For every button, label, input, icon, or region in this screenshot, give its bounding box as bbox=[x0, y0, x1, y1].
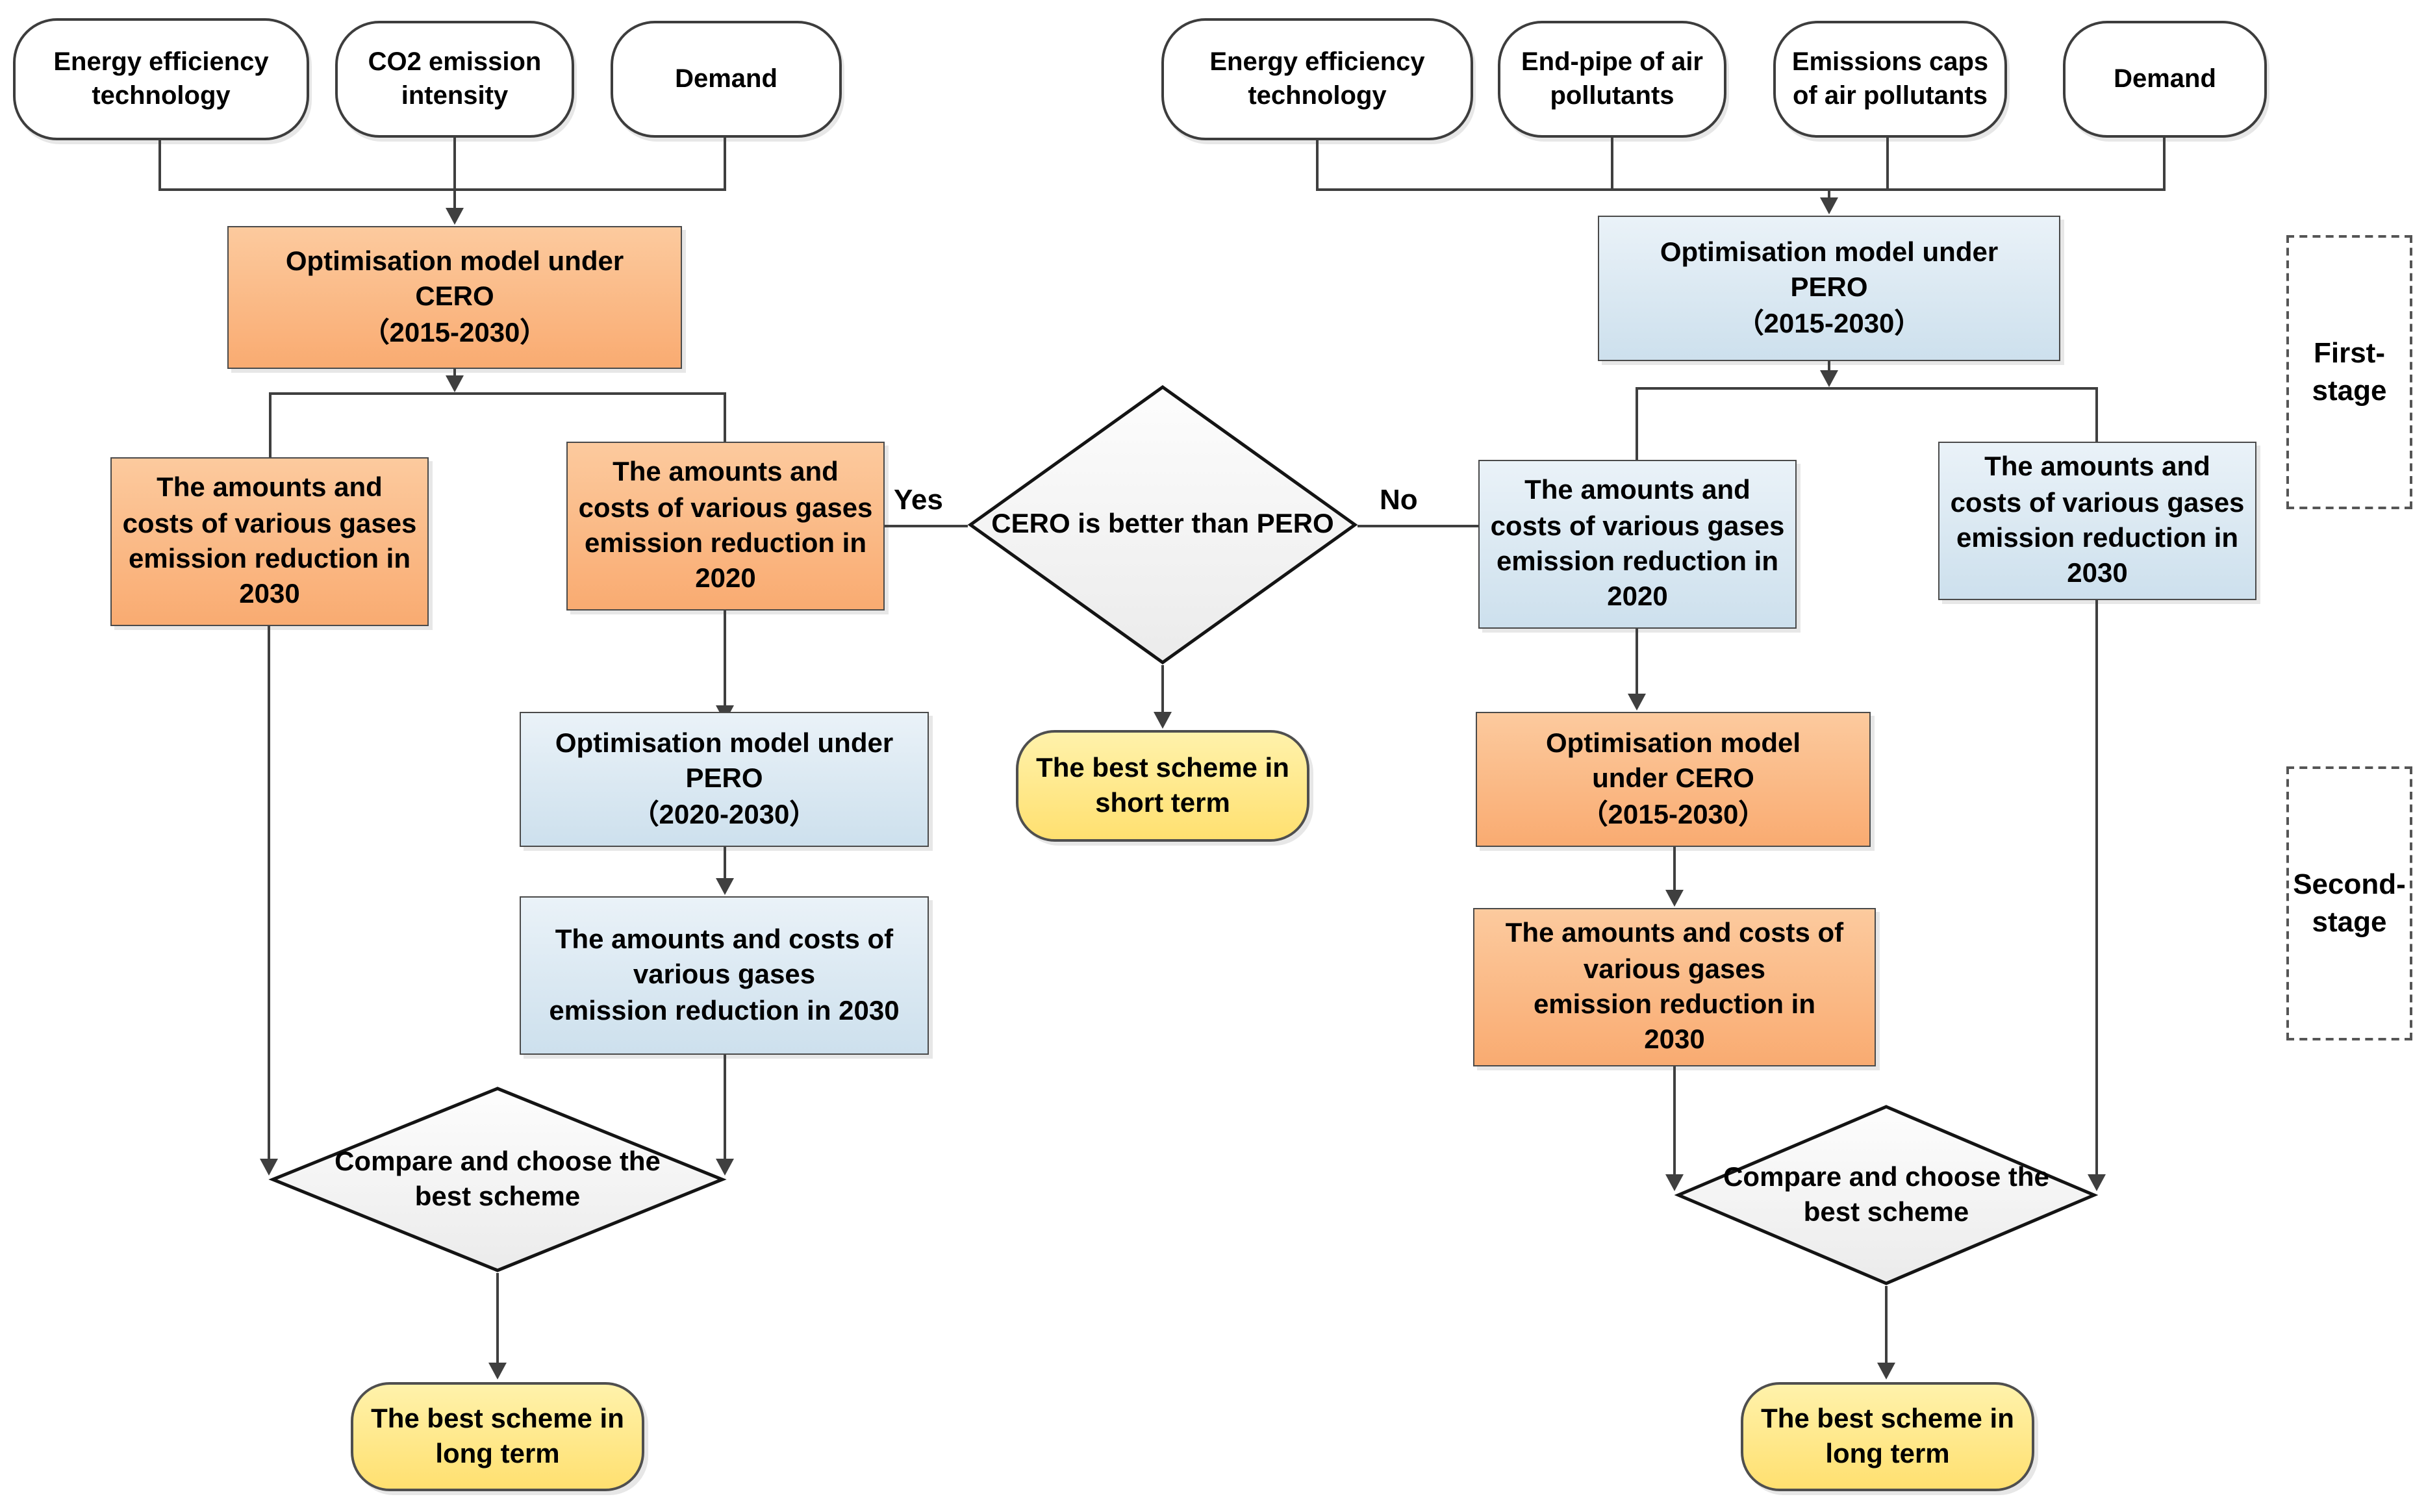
compare-diamond-left-shape bbox=[268, 1087, 727, 1272]
decision-cero-better-than-pero: CERO is better than PERO bbox=[991, 509, 1334, 540]
result-left-2030: The amounts and costs of various gases e… bbox=[110, 457, 429, 626]
arrowhead bbox=[446, 375, 464, 392]
connector-line-no bbox=[1358, 525, 1478, 527]
compare-decision-left: Compare and choose the best scheme bbox=[335, 1146, 661, 1212]
connector-line bbox=[1673, 1066, 1676, 1176]
arrowhead bbox=[1665, 1174, 1684, 1191]
connector-line bbox=[1828, 361, 1830, 372]
model-cero-first-stage-left: Optimisation model under CERO （2015-2030… bbox=[227, 226, 682, 369]
arrowhead bbox=[488, 1363, 507, 1380]
arrowhead bbox=[2088, 1174, 2106, 1191]
arrowhead bbox=[1820, 370, 1838, 387]
connector-line bbox=[724, 392, 726, 442]
arrowhead bbox=[1665, 890, 1684, 907]
connector-line-yes bbox=[885, 525, 968, 527]
input-demand-left: Demand bbox=[611, 21, 842, 138]
input-end-pipe-air-pollutants: End-pipe of air pollutants bbox=[1498, 21, 1726, 138]
arrowhead bbox=[1877, 1363, 1895, 1380]
input-energy-efficiency-left: Energy efficiency technology bbox=[13, 18, 309, 140]
connector-line bbox=[2095, 387, 2098, 442]
connector-line bbox=[2163, 138, 2166, 190]
connector-line bbox=[1636, 387, 1638, 460]
second-stage-label: Second- stage bbox=[2286, 766, 2412, 1040]
connector-line bbox=[158, 140, 161, 190]
connector-line bbox=[1316, 188, 2166, 191]
result-right-2020: The amounts and costs of various gases e… bbox=[1478, 460, 1797, 629]
connector-line bbox=[1161, 665, 1164, 712]
arrowhead bbox=[716, 1159, 734, 1176]
connector-line bbox=[724, 138, 726, 190]
connector-line bbox=[1673, 847, 1676, 891]
connector-line bbox=[453, 369, 456, 379]
connector-line bbox=[1611, 138, 1613, 190]
input-emissions-caps-air-pollutants: Emissions caps of air pollutants bbox=[1773, 21, 2007, 138]
yes-label: Yes bbox=[894, 483, 943, 516]
connector-line bbox=[496, 1273, 499, 1364]
result-second-right-2030: The amounts and costs of various gases e… bbox=[1473, 908, 1876, 1066]
arrowhead bbox=[446, 208, 464, 225]
connector-line bbox=[1636, 629, 1638, 694]
first-stage-label: First- stage bbox=[2286, 235, 2412, 509]
connector-line bbox=[724, 611, 726, 707]
arrowhead bbox=[260, 1159, 278, 1176]
no-label: No bbox=[1380, 483, 1418, 516]
best-scheme-long-term-left: The best scheme in long term bbox=[351, 1382, 644, 1491]
compare-decision-right: Compare and choose the best scheme bbox=[1723, 1162, 2049, 1228]
connector-line bbox=[1886, 138, 1889, 190]
connector-line bbox=[1828, 188, 1830, 199]
connector-line bbox=[1636, 387, 2098, 390]
result-second-left-2030: The amounts and costs of various gases e… bbox=[520, 896, 929, 1055]
decision-diamond-shape bbox=[967, 384, 1358, 665]
connector-line bbox=[1885, 1286, 1888, 1364]
connector-line bbox=[724, 847, 726, 881]
input-demand-right: Demand bbox=[2063, 21, 2267, 138]
connector-line bbox=[1316, 140, 1319, 190]
arrowhead bbox=[1154, 712, 1172, 729]
input-co2-emission-intensity: CO2 emission intensity bbox=[335, 21, 574, 138]
connector-line bbox=[453, 138, 456, 210]
model-pero-second-stage-left: Optimisation model under PERO （2020-2030… bbox=[520, 712, 929, 847]
arrowhead bbox=[1628, 694, 1646, 711]
result-right-2030: The amounts and costs of various gases e… bbox=[1938, 442, 2256, 600]
connector-line bbox=[269, 392, 726, 395]
model-cero-second-stage-right: Optimisation model under CERO （2015-2030… bbox=[1476, 712, 1871, 847]
connector-line bbox=[268, 626, 270, 1160]
connector-line bbox=[724, 1055, 726, 1160]
connector-line bbox=[158, 188, 726, 191]
connector-line bbox=[269, 392, 272, 457]
connector-line bbox=[2095, 600, 2098, 1176]
result-left-2020: The amounts and costs of various gases e… bbox=[566, 442, 885, 611]
arrowhead bbox=[1820, 197, 1838, 214]
arrowhead bbox=[716, 878, 734, 895]
best-scheme-long-term-right: The best scheme in long term bbox=[1741, 1382, 2034, 1491]
best-scheme-short-term: The best scheme in short term bbox=[1016, 730, 1309, 842]
model-pero-first-stage-right: Optimisation model under PERO （2015-2030… bbox=[1598, 216, 2060, 361]
compare-diamond-right-shape bbox=[1674, 1105, 2099, 1285]
input-energy-efficiency-right: Energy efficiency technology bbox=[1161, 18, 1473, 140]
